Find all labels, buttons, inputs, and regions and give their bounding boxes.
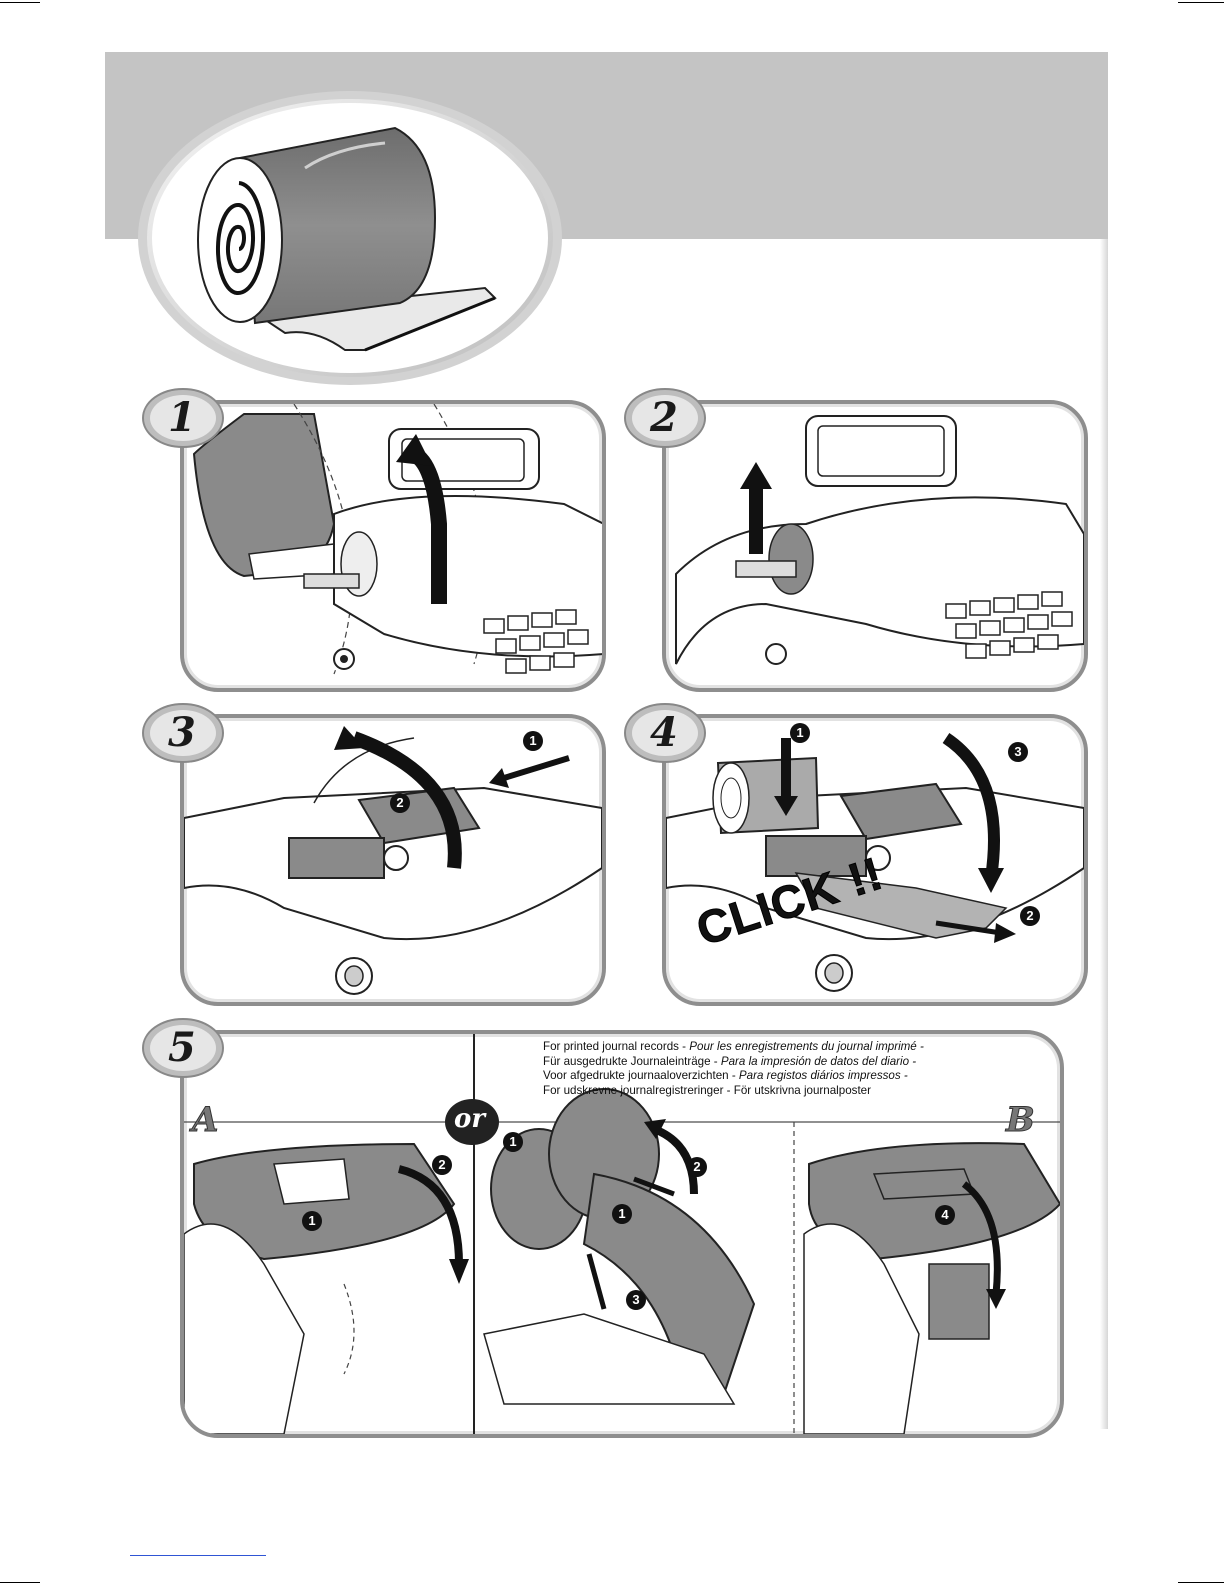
journal-line: Für ausgedrukte Journaleinträge - Para l… <box>543 1054 917 1068</box>
step-1-panel <box>180 400 606 692</box>
page-edge-shadow <box>1100 239 1108 1429</box>
step-4-badge: 4 <box>624 703 706 763</box>
crop-mark-bottom-right <box>1178 1582 1224 1583</box>
or-label: or <box>454 1104 486 1134</box>
insert-paper-roll-illustration <box>666 733 1084 992</box>
paper-roll-illustration <box>138 91 562 385</box>
journal-line: Voor afgedrukte journaaloverzichten - Pa… <box>543 1069 908 1083</box>
step-1-number: 1 <box>168 394 196 441</box>
journal-instructions: For printed journal records - Pour les e… <box>543 1040 924 1098</box>
option-b-label: B <box>1006 1100 1036 1141</box>
step-5-callout-2a: 2 <box>432 1155 452 1175</box>
step-2-number: 2 <box>650 394 678 441</box>
or-badge: or <box>444 1098 500 1146</box>
step-4-callout-2: 2 <box>1020 906 1040 926</box>
remove-cover-illustration <box>192 404 602 675</box>
lift-spool-illustration <box>675 415 1084 665</box>
open-printer-lid-illustration <box>184 726 602 995</box>
step-5-number: 5 <box>168 1024 196 1071</box>
crop-mark-bottom-left <box>0 1582 40 1583</box>
step-1-badge: 1 <box>142 388 224 448</box>
step-4-callout-3: 3 <box>1008 742 1028 762</box>
step-5-callout-1a: 1 <box>302 1211 322 1231</box>
step-2-badge: 2 <box>624 388 706 448</box>
step-3-panel <box>180 714 606 1006</box>
step-3-callout-1: 1 <box>523 731 543 751</box>
step-5-callout-1c: 1 <box>612 1204 632 1224</box>
crop-mark-top-left <box>0 2 40 3</box>
step-5-callout-2b: 2 <box>687 1157 707 1177</box>
step-5-callout-4: 4 <box>935 1205 955 1225</box>
option-a-label: A <box>191 1100 219 1141</box>
journal-options-illustration <box>184 1034 1060 1434</box>
step-2-panel <box>662 400 1088 692</box>
step-3-badge: 3 <box>142 703 224 763</box>
crop-mark-top-right <box>1178 2 1224 3</box>
step-4-number: 4 <box>650 709 678 756</box>
step-5-badge: 5 <box>142 1018 224 1078</box>
journal-line: For udskrevne journalregistreringer - Fö… <box>543 1083 871 1097</box>
step-4-panel <box>662 714 1088 1006</box>
journal-line: For printed journal records - Pour les e… <box>543 1040 924 1053</box>
footer-link-underline <box>130 1555 266 1556</box>
step-5-callout-3: 3 <box>626 1290 646 1310</box>
step-5-panel <box>180 1030 1064 1438</box>
step-3-number: 3 <box>168 709 196 756</box>
step-5-callout-1b: 1 <box>503 1132 523 1152</box>
step-3-callout-2: 2 <box>390 793 410 813</box>
step-4-callout-1: 1 <box>790 723 810 743</box>
